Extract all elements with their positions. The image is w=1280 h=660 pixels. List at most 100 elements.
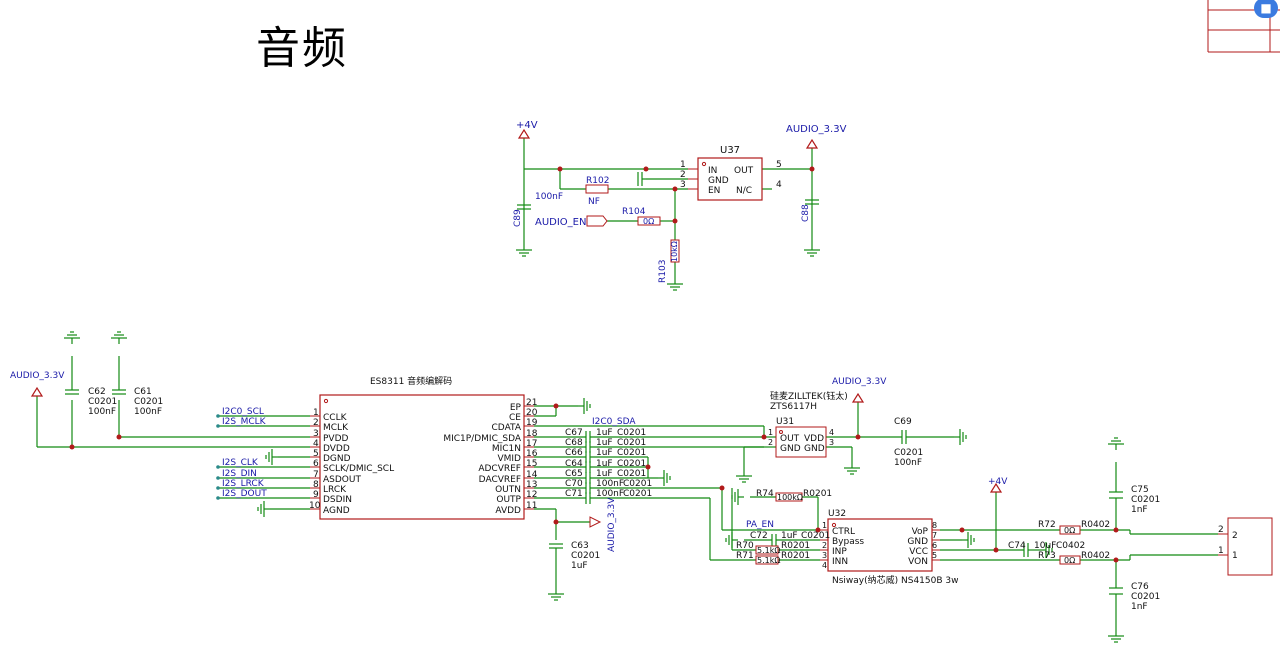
r102-body bbox=[585, 184, 609, 194]
r71-ref: R71 bbox=[736, 551, 754, 561]
r103-body bbox=[670, 239, 680, 263]
net-endpoints bbox=[216, 414, 220, 500]
svg-text:INN: INN bbox=[832, 557, 848, 567]
svg-text:MIC1P/DMIC_SDA: MIC1P/DMIC_SDA bbox=[443, 434, 522, 444]
svg-text:9: 9 bbox=[313, 490, 319, 500]
r72-value: 0Ω bbox=[1064, 526, 1075, 535]
amp-left-pin-names: CTRL Bypass INP INN bbox=[832, 527, 864, 567]
svg-text:1uF: 1uF bbox=[596, 428, 613, 438]
svg-text:C65: C65 bbox=[565, 469, 583, 479]
svg-text:C66: C66 bbox=[565, 448, 583, 458]
svg-text:C0201: C0201 bbox=[623, 489, 652, 499]
svg-text:I2S_DIN: I2S_DIN bbox=[222, 469, 257, 479]
svg-text:6: 6 bbox=[932, 541, 937, 550]
c63-ref: C63 bbox=[571, 541, 589, 551]
r103-value: 10kΩ bbox=[670, 241, 679, 262]
c75-value: 1nF bbox=[1131, 505, 1148, 515]
ground-icon bbox=[843, 461, 861, 475]
svg-text:10: 10 bbox=[309, 501, 321, 511]
ldo-block bbox=[517, 138, 819, 278]
r74-value: 100kΩ bbox=[777, 493, 803, 502]
amp-vcc-label: +4V bbox=[988, 477, 1008, 487]
ground-icon bbox=[547, 587, 565, 601]
r70-pkg: R0201 bbox=[781, 541, 810, 551]
r73-pkg: R0402 bbox=[1081, 551, 1110, 561]
svg-text:11: 11 bbox=[526, 501, 537, 511]
ground-icon bbox=[515, 243, 533, 257]
ldo-pin-name: N/C bbox=[736, 186, 752, 196]
svg-text:C64: C64 bbox=[565, 459, 583, 469]
svg-text:6: 6 bbox=[313, 459, 319, 469]
mic-pin-name: OUT bbox=[780, 434, 800, 444]
svg-text:AGND: AGND bbox=[323, 506, 350, 516]
svg-text:21: 21 bbox=[526, 398, 537, 408]
svg-text:20: 20 bbox=[526, 408, 538, 418]
mic-wires bbox=[743, 402, 954, 470]
svg-text:C68: C68 bbox=[565, 438, 583, 448]
svg-text:12: 12 bbox=[526, 490, 537, 500]
ldo-pin-num: 3 bbox=[680, 180, 686, 190]
ldo-pin-num: 2 bbox=[680, 170, 686, 180]
svg-text:MIC1N: MIC1N bbox=[492, 444, 521, 454]
svg-text:C0201: C0201 bbox=[617, 428, 646, 438]
amp-label: Nsiway(纳芯威) NS4150B 3w bbox=[832, 574, 958, 586]
amp-right-pin-numbers: 8 7 6 5 bbox=[932, 521, 937, 560]
avdd-net-label: AUDIO_3.3V bbox=[607, 497, 617, 552]
svg-text:I2S_LRCK: I2S_LRCK bbox=[222, 479, 265, 489]
connector-pin-name: 1 bbox=[1232, 551, 1238, 561]
c69-pkg: C0201 bbox=[894, 448, 923, 458]
ldo-pin-num: 5 bbox=[776, 160, 782, 170]
svg-text:19: 19 bbox=[526, 418, 538, 428]
svg-text:ADCVREF: ADCVREF bbox=[478, 464, 521, 474]
r74-body bbox=[775, 492, 803, 502]
ldo-junctions bbox=[557, 166, 815, 224]
codec-title: ES8311 音频编解码 bbox=[370, 375, 452, 387]
ground-icon bbox=[265, 448, 279, 466]
ground-icon bbox=[803, 243, 821, 257]
svg-text:VON: VON bbox=[908, 557, 928, 567]
mic-pin-name: GND bbox=[780, 444, 801, 454]
c76-ref: C76 bbox=[1131, 582, 1149, 592]
svg-text:INP: INP bbox=[832, 547, 847, 557]
c74-pkg: C0402 bbox=[1056, 541, 1085, 551]
codec-left-net-labels: I2C0_SCL I2S_MCLK I2S_CLK I2S_DIN I2S_LR… bbox=[222, 407, 267, 499]
mic-pin-name: VDD bbox=[804, 434, 824, 444]
mic-pin-name: GND bbox=[804, 444, 825, 454]
r73-ref: R73 bbox=[1038, 551, 1056, 561]
c88-ref: C88 bbox=[801, 204, 811, 222]
vin-power-icon bbox=[518, 129, 530, 139]
c72-pkg: C0201 bbox=[801, 531, 830, 541]
svg-text:C0201: C0201 bbox=[617, 469, 646, 479]
mic-vendor: 硅麦ZILLTEK(钰太) bbox=[770, 390, 848, 402]
floating-tool-button[interactable]: ■ bbox=[1254, 0, 1278, 18]
r70-ref: R70 bbox=[736, 541, 754, 551]
ldo-vin-label: +4V bbox=[516, 120, 538, 131]
r72-body bbox=[1059, 525, 1081, 535]
ground-icon bbox=[953, 428, 967, 446]
mic-pin-num: 3 bbox=[829, 438, 834, 447]
amp-ref: U32 bbox=[828, 509, 846, 519]
ldo-pin-name: GND bbox=[708, 176, 729, 186]
svg-text:VMID: VMID bbox=[497, 454, 521, 464]
svg-text:C0201: C0201 bbox=[617, 448, 646, 458]
amp-junctions bbox=[719, 485, 1119, 563]
svg-text:CTRL: CTRL bbox=[832, 527, 855, 537]
coupling-cap-labels: C67 1uF C0201 C68 1uF C0201 C66 1uF C020… bbox=[565, 428, 652, 499]
svg-text:1uF: 1uF bbox=[596, 459, 613, 469]
r73-body bbox=[1059, 555, 1081, 565]
r104-value: 0Ω bbox=[643, 217, 654, 226]
ground-icon bbox=[63, 331, 81, 345]
r71-value: 5.1kΩ bbox=[757, 556, 780, 565]
r74-ref: R74 bbox=[756, 489, 774, 499]
speaker-connector bbox=[1227, 517, 1273, 576]
c74-ref: C74 bbox=[1008, 541, 1026, 551]
c75-ref: C75 bbox=[1131, 485, 1149, 495]
svg-text:CDATA: CDATA bbox=[492, 423, 522, 433]
svg-text:AVDD: AVDD bbox=[495, 506, 521, 516]
r102-ref: R102 bbox=[586, 176, 609, 186]
audio-en-port bbox=[586, 215, 608, 227]
ground-icon bbox=[666, 277, 684, 291]
svg-text:4: 4 bbox=[313, 439, 319, 449]
ground-icon bbox=[961, 531, 975, 549]
r73-value: 0Ω bbox=[1064, 556, 1075, 565]
